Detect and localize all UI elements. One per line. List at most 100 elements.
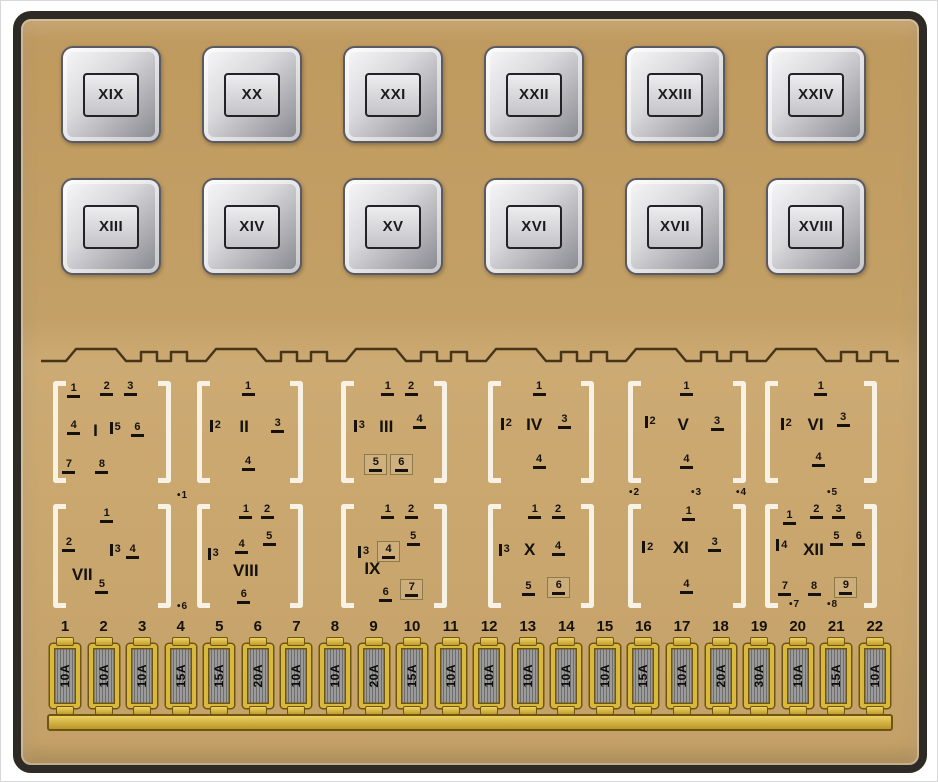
pin-number: 6: [855, 530, 862, 543]
fuse-body: 20A: [242, 644, 273, 708]
bracket-right: [158, 504, 171, 608]
pin-number: 7: [65, 457, 72, 470]
pin-bar: [67, 431, 81, 435]
connector-label: XI: [672, 538, 689, 558]
bracket-left: [341, 381, 354, 483]
pin: 1: [381, 504, 395, 519]
relay-label: XVI: [521, 218, 547, 235]
pin-number: 4: [683, 577, 690, 590]
pin-number: 2: [505, 417, 512, 430]
connector-label: I: [93, 420, 98, 440]
pin: 2: [404, 504, 418, 519]
pin: 9: [834, 576, 858, 598]
connector-label: XII: [803, 540, 824, 560]
pin-bar: [532, 466, 546, 470]
pin-bar: [710, 427, 724, 431]
fuse-number: 3: [137, 617, 147, 635]
pin-bar: [829, 543, 843, 547]
pin-bar: [552, 591, 566, 595]
pin-number: 3: [714, 414, 721, 427]
pin: 4: [551, 541, 565, 557]
pin-number: 6: [240, 588, 247, 601]
pin: 3: [353, 419, 365, 432]
fuse-body: 10A: [859, 644, 890, 708]
pin-number: 3: [835, 503, 842, 515]
pin-number: 2: [647, 540, 654, 553]
bracket-right: [290, 381, 303, 483]
pin: 1: [532, 380, 546, 396]
pin-bar: [209, 419, 213, 432]
relay-label: XV: [382, 218, 404, 235]
pin: 5: [262, 531, 276, 547]
pin-number: 1: [685, 505, 692, 518]
relay-label: XXIV: [798, 86, 834, 103]
relay-xx: XX: [202, 46, 302, 143]
pin-number: 6: [382, 586, 389, 599]
pin-bar: [239, 516, 253, 519]
marker-3: 3: [691, 487, 702, 498]
pin: 7: [62, 457, 76, 474]
pin: 2: [260, 504, 274, 519]
fuse-number: 10: [403, 617, 421, 635]
bracket-right: [581, 381, 594, 483]
pin: 3: [836, 411, 850, 427]
pin-bar: [379, 599, 393, 603]
pin-bar: [260, 516, 274, 519]
fuse-rating: 15A: [636, 664, 651, 688]
fuse-rating: 10A: [559, 664, 574, 688]
pin-bar: [498, 543, 502, 556]
pin: 2: [809, 504, 823, 519]
pin-bar: [814, 393, 828, 396]
marker-4: 4: [736, 487, 747, 498]
fuse-terminal-bottom: [827, 706, 846, 715]
pin-bar: [62, 470, 76, 474]
bracket-left: [488, 381, 501, 483]
pin-bar: [353, 419, 357, 432]
fuse-body: 10A: [127, 644, 158, 708]
pin-number: 3: [503, 543, 510, 556]
relay-xvi: XVI: [484, 178, 584, 275]
pin-bar: [100, 520, 114, 524]
pin-bar: [382, 556, 396, 560]
pin-bar: [776, 539, 780, 552]
fuse-terminal-top: [788, 637, 807, 646]
bracket-right: [581, 504, 594, 608]
bracket-left: [53, 504, 66, 608]
pin-bar: [682, 518, 696, 522]
pin: 1: [682, 505, 696, 522]
pin-bar: [642, 541, 646, 554]
fuse-19: 19 30A: [741, 615, 777, 715]
relay-label-plate: XXII: [506, 72, 562, 117]
fuse-number: 15: [596, 617, 614, 635]
fuse-body: 30A: [744, 644, 775, 708]
fuse-rating: 10A: [867, 664, 882, 688]
bracket-left: [197, 504, 210, 608]
fuse-terminal-top: [94, 637, 113, 646]
pin-number: 1: [535, 380, 543, 392]
pin-bar: [123, 393, 137, 396]
fuse-body: 20A: [358, 644, 389, 708]
connector-label: IV: [526, 414, 543, 434]
pin: 3: [498, 543, 510, 556]
fuse-terminal-top: [287, 637, 306, 646]
pin-bar: [381, 393, 395, 396]
pin-bar: [381, 516, 395, 519]
pin: 4: [241, 456, 255, 472]
fuse-terminal-top: [634, 637, 653, 646]
pin: 6: [852, 530, 866, 547]
relay-xxiii: XXIII: [625, 46, 725, 143]
fuse-number: 19: [750, 617, 768, 635]
pin-number: 1: [70, 382, 77, 395]
pin: 4: [126, 543, 140, 559]
fuse-body: 10A: [281, 644, 312, 708]
pin-bar: [207, 547, 211, 560]
